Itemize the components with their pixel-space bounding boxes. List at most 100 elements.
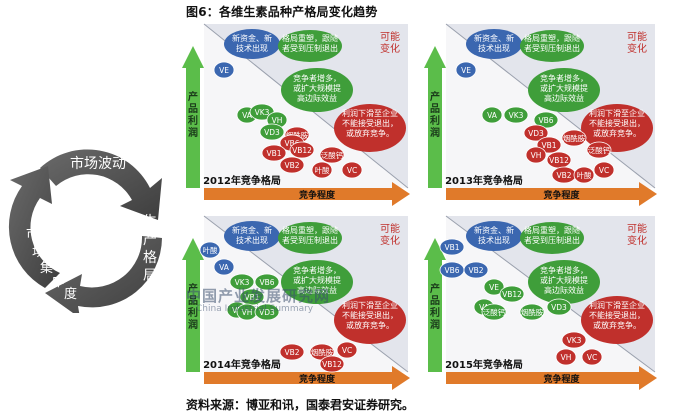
callout-competition-text-line: 竞争者增多，: [540, 265, 588, 275]
callout-competition-text-line: 竞争者增多，: [540, 73, 588, 83]
node-label: VB2: [468, 266, 483, 275]
node-VB12: VB12: [499, 285, 525, 303]
node-label: 烟酰胺: [311, 347, 334, 357]
x-axis-label: 竞争程度: [542, 373, 580, 385]
y-axis-char: 利: [430, 114, 440, 127]
y-axis-char: 产: [430, 90, 440, 103]
svg-text:场: 场: [32, 245, 45, 260]
node-label: VC: [599, 166, 609, 175]
y-axis-char: 润: [430, 126, 440, 139]
node-烟酰胺: 烟酰胺: [561, 129, 587, 147]
x-axis-label: 竞争程度: [542, 189, 580, 201]
callout-new-capital: [466, 29, 522, 59]
callout-competition-text-line: 或扩大规模提: [293, 83, 341, 93]
callout-exit-text-line: 不能接受退出，: [342, 310, 398, 320]
callout-high-profit: [278, 222, 342, 254]
node-label: VD3: [259, 308, 275, 317]
y-axis-arrow: [182, 238, 204, 372]
node-叶酸: 叶酸: [199, 241, 221, 259]
figure-title: 图6：各维生素品种产格局变化趋势: [186, 5, 378, 19]
watermark-sub: China Industrial Summary: [196, 304, 314, 314]
node-VB2: VB2: [279, 156, 305, 174]
node-VE: VE: [213, 61, 235, 79]
callout-new-capital: [224, 29, 280, 59]
node-label: VK3: [567, 336, 582, 345]
callout-exit-text-line: 利润下滑至企业: [342, 108, 398, 118]
node-泛酸钙: 泛酸钙: [319, 146, 345, 164]
year-label: 2015年竞争格局: [445, 358, 523, 371]
cycle-label-market-volatility: 市场波动: [70, 155, 126, 172]
node-label: VC: [342, 346, 352, 355]
callout-high-profit-text-line: 格局重塑，跟随: [524, 33, 580, 43]
node-VC: VC: [336, 341, 358, 359]
node-叶酸: 叶酸: [311, 161, 333, 179]
node-label: VE: [461, 66, 471, 75]
node-label: VB2: [556, 171, 571, 180]
x-axis-label: 竞争程度: [298, 189, 336, 201]
svg-text:局: 局: [143, 268, 157, 284]
node-VK3: VK3: [503, 106, 529, 124]
svg-text:市: 市: [26, 226, 39, 242]
node-VD3: VD3: [259, 123, 285, 141]
y-axis-char: 利: [188, 306, 198, 319]
callout-new-capital-text-line: 新资金、新: [474, 33, 514, 43]
callout-high-profit: [520, 222, 584, 254]
node-label: VB6: [444, 266, 459, 275]
node-VB1: VB1: [439, 238, 465, 256]
node-label: VB1: [444, 243, 459, 252]
node-label: VE: [489, 283, 499, 292]
node-label: VB2: [284, 161, 299, 170]
callout-competition-text-line: 高边际效益: [544, 93, 584, 103]
svg-text:中: 中: [52, 275, 65, 290]
callout-high-profit-text-line: 格局重塑，跟随: [282, 33, 338, 43]
callout-exit-text-line: 利润下滑至企业: [589, 108, 645, 118]
y-axis-char: 品: [188, 295, 198, 307]
callout-competition-text-line: 高边际效益: [544, 285, 584, 295]
callout-exit-text-line: 或放弃竞争。: [593, 128, 641, 138]
callout-exit: [581, 104, 653, 152]
x-axis-arrow: [204, 182, 410, 206]
possible-change-label-line: 变化: [380, 234, 400, 247]
callout-high-profit-text-line: 者受到压制退出: [524, 235, 580, 245]
node-label: VB6: [259, 278, 274, 287]
callout-competition: [528, 260, 600, 304]
cycle-arc-left: [8, 166, 60, 288]
y-axis-char: 品: [188, 103, 198, 115]
callout-competition: [281, 68, 353, 112]
node-label: 泛酸钙: [321, 150, 344, 160]
callout-high-profit-text-line: 者受到压制退出: [282, 235, 338, 245]
y-axis-char: 品: [430, 103, 440, 115]
node-label: VB12: [549, 156, 569, 165]
y-axis-arrow: [182, 46, 204, 188]
callout-exit: [334, 104, 406, 152]
node-VD3: VD3: [523, 124, 549, 142]
node-VA: VA: [213, 258, 235, 276]
y-axis-char: 润: [188, 318, 198, 331]
callout-new-capital-text-line: 技术出现: [478, 43, 510, 53]
node-label: 叶酸: [203, 245, 218, 255]
callout-new-capital-text-line: 新资金、新: [232, 225, 272, 235]
callout-high-profit-text-line: 格局重塑，跟随: [282, 225, 338, 235]
node-VB6: VB6: [439, 261, 465, 279]
callout-new-capital: [224, 221, 280, 251]
callout-new-capital-text-line: 技术出现: [236, 235, 268, 245]
node-VD3: VD3: [254, 303, 280, 321]
svg-text:度: 度: [64, 286, 77, 302]
node-VH: VH: [525, 146, 547, 164]
node-VK3: VK3: [561, 331, 587, 349]
node-label: VB1: [266, 149, 281, 158]
watermark-main: 中国产业发展研究网: [186, 287, 331, 305]
node-泛酸钙: 泛酸钙: [586, 141, 612, 159]
callout-exit-text-line: 或放弃竞争。: [346, 320, 394, 330]
x-axis-label: 竞争程度: [298, 373, 336, 385]
